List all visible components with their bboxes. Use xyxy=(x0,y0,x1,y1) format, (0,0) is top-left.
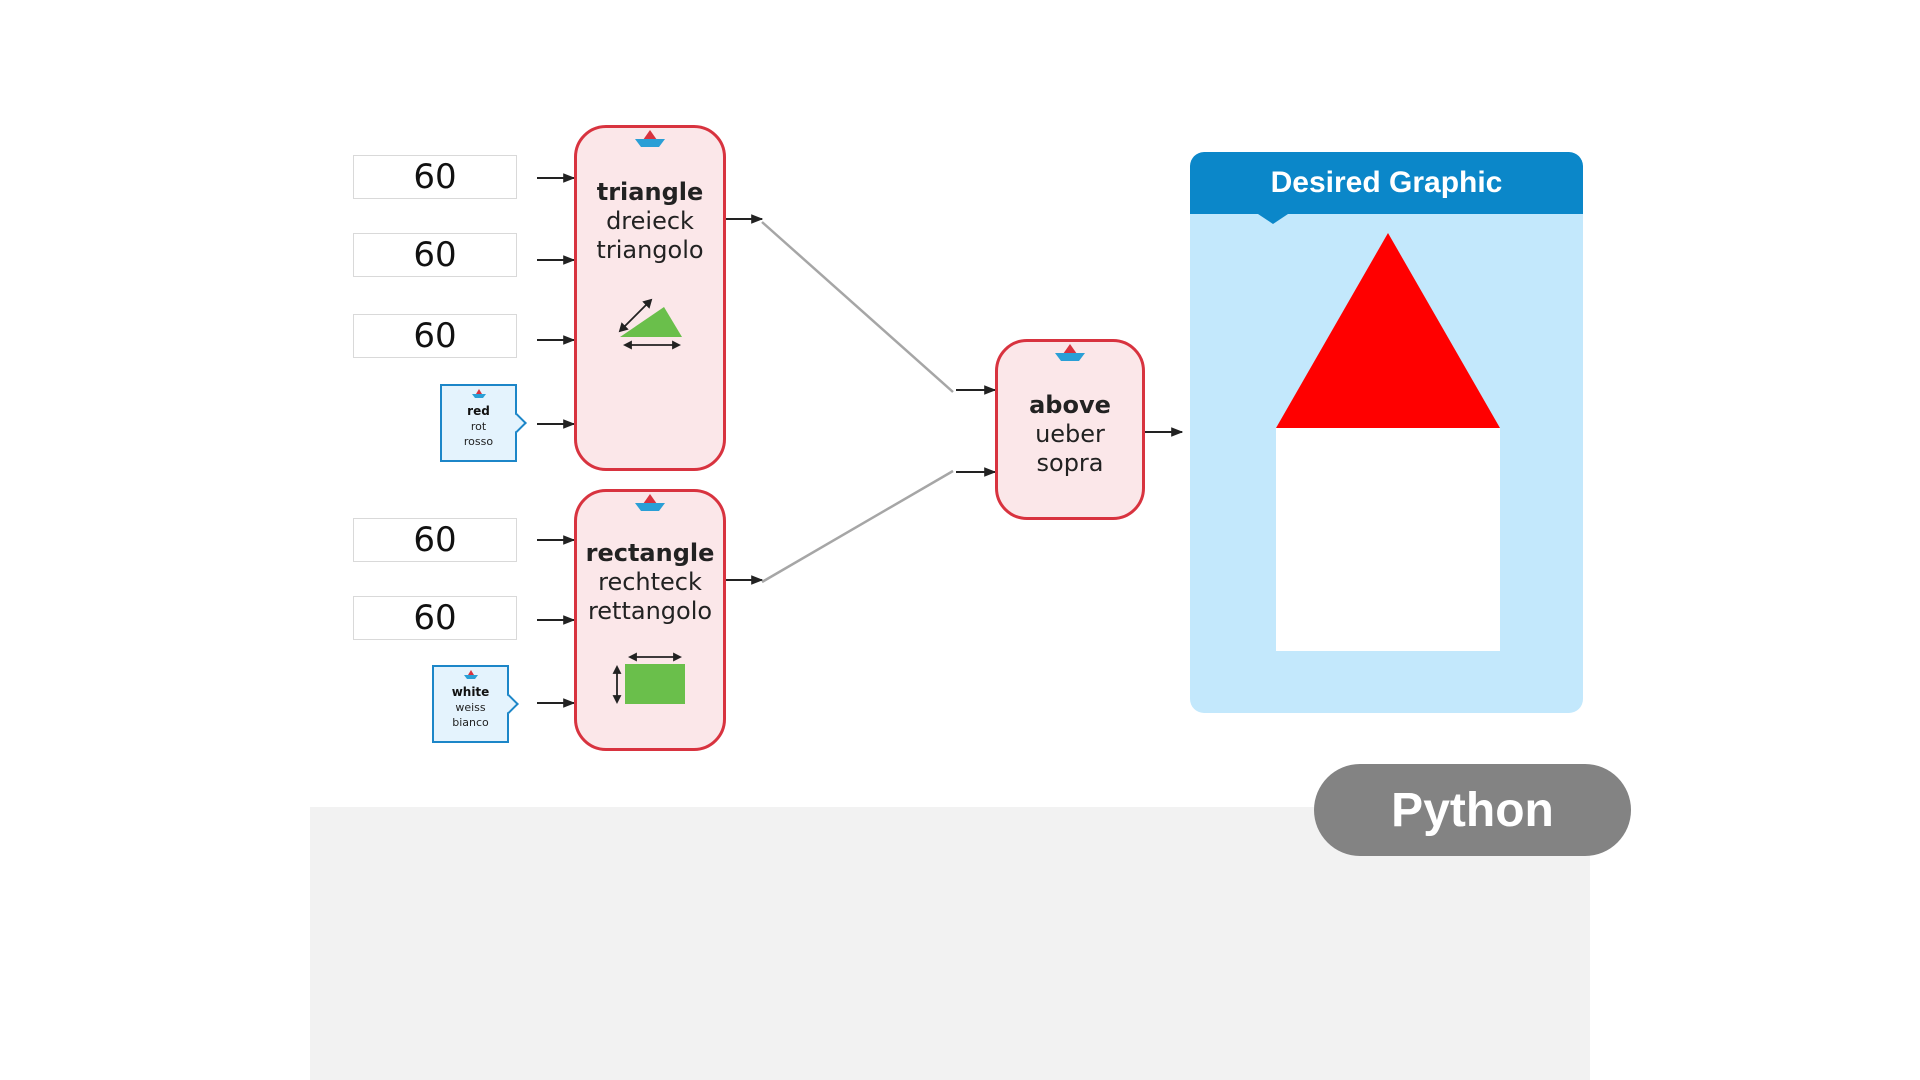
function-name-de: ueber xyxy=(1035,420,1105,448)
function-name-de: rechteck xyxy=(598,568,702,596)
function-name-it: triangolo xyxy=(596,236,704,264)
function-name-en: rectangle xyxy=(585,539,715,567)
function-name-it: rettangolo xyxy=(587,597,713,625)
boat-icon xyxy=(635,494,665,511)
boat-icon xyxy=(471,389,486,398)
triangle-side-b-input[interactable]: 60 xyxy=(353,233,517,277)
triangle-side-c-input[interactable]: 60 xyxy=(353,314,517,358)
function-block-rectangle[interactable]: rectangle rechteck rettangolo xyxy=(574,489,726,751)
desired-graphic-canvas xyxy=(1276,233,1500,651)
color-label-it: rosso xyxy=(463,435,494,448)
output-notch xyxy=(507,413,527,433)
function-block-triangle[interactable]: triangle dreieck triangolo xyxy=(574,125,726,471)
color-label-de: rot xyxy=(470,420,487,433)
header-pointer xyxy=(1258,214,1288,224)
triangle-side-a-input[interactable]: 60 xyxy=(353,155,517,199)
color-label-it: bianco xyxy=(452,716,489,729)
desired-graphic-title: Desired Graphic xyxy=(1190,152,1583,214)
function-name-en: triangle xyxy=(596,178,704,206)
rectangle-height-input[interactable]: 60 xyxy=(353,596,517,640)
python-button[interactable]: Python xyxy=(1314,764,1631,856)
boat-icon xyxy=(635,130,665,147)
color-block-red[interactable]: red rot rosso xyxy=(440,384,527,462)
boat-icon xyxy=(1055,344,1085,361)
output-notch xyxy=(499,694,519,714)
connector-line xyxy=(761,469,954,584)
function-name-de: dreieck xyxy=(606,207,694,235)
desired-triangle-shape xyxy=(1276,233,1500,428)
function-block-above[interactable]: above ueber sopra xyxy=(995,339,1145,520)
color-label-en: red xyxy=(467,404,490,418)
color-block-white[interactable]: white weiss bianco xyxy=(432,665,519,743)
function-name-en: above xyxy=(1029,391,1111,419)
connector-line xyxy=(761,221,954,393)
rectangle-width-input[interactable]: 60 xyxy=(353,518,517,562)
triangle-shape-icon xyxy=(618,298,682,350)
rectangle-shape-icon xyxy=(612,652,685,705)
color-label-en: white xyxy=(451,685,490,699)
desired-graphic-panel: Desired Graphic xyxy=(1190,152,1583,713)
desired-rectangle-shape xyxy=(1276,428,1500,651)
color-label-de: weiss xyxy=(455,701,486,714)
boat-icon xyxy=(463,670,478,679)
function-name-it: sopra xyxy=(1036,449,1104,477)
